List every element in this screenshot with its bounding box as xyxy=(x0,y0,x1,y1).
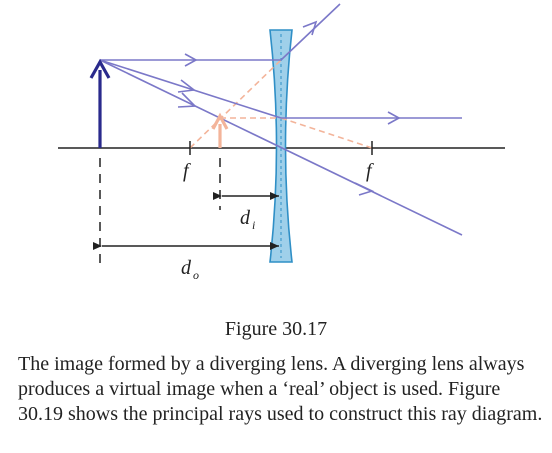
ray-diagram: f f d i d o xyxy=(58,3,505,282)
focal-label-right: f xyxy=(366,160,374,182)
image-distance-subscript: i xyxy=(252,218,255,232)
ray-3-through-center xyxy=(99,59,463,236)
ray-arrowhead xyxy=(302,20,318,36)
ray-arrowhead xyxy=(387,111,401,125)
figure-caption: Figure 30.17 xyxy=(224,318,328,340)
ray-arrowhead xyxy=(177,92,197,108)
diverging-lens xyxy=(269,29,293,263)
ray-arrowhead xyxy=(354,182,375,196)
focal-label-left: f xyxy=(183,160,191,182)
ray-1-refracted xyxy=(280,3,341,61)
object-arrowhead xyxy=(89,58,111,79)
virtual-ray-extension-3 xyxy=(280,117,373,149)
image-arrowhead xyxy=(211,112,229,130)
object-distance-label: d xyxy=(181,257,192,279)
image-distance-label: d xyxy=(240,207,251,229)
ray-arrowhead xyxy=(184,53,198,67)
figure-description: The image formed by a diverging lens. A … xyxy=(18,353,543,425)
ray-2-incident xyxy=(99,59,282,119)
object-distance-subscript: o xyxy=(193,268,199,282)
ray-arrowhead xyxy=(177,79,197,93)
